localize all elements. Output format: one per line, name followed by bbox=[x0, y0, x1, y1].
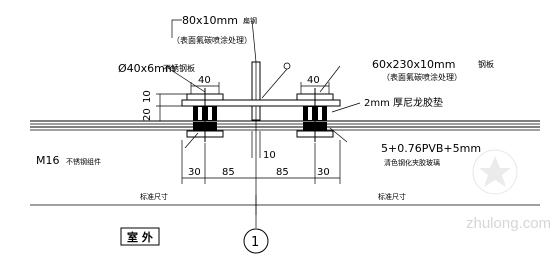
dim-gap-value: 10 bbox=[263, 150, 276, 161]
watermark-text: zhulong.com bbox=[466, 215, 551, 232]
dim-top-right-value: 40 bbox=[307, 75, 320, 86]
anchor-label: M16 bbox=[36, 154, 60, 167]
span-line: 标准尺寸 标准尺寸 bbox=[30, 192, 540, 215]
dim-bottom-3: 85 bbox=[276, 167, 289, 178]
glass-spec: 5+0.76PVB+5mm bbox=[381, 142, 481, 155]
leader-lines bbox=[167, 19, 361, 149]
exterior-label: 室 外 bbox=[127, 230, 153, 244]
left-bolt-assembly bbox=[186, 88, 224, 142]
dim-vertical-lower: 20 bbox=[142, 108, 153, 121]
watermark: zhulong.com bbox=[466, 149, 551, 232]
dim-bottom-4: 30 bbox=[317, 167, 330, 178]
gasket-label: 2mm 厚尼龙胶垫 bbox=[364, 96, 443, 109]
section-marker bbox=[283, 62, 291, 70]
plate-name: 钢板 bbox=[478, 59, 494, 69]
dim-bottom-2: 85 bbox=[222, 167, 235, 178]
span-left-label: 标准尺寸 bbox=[140, 192, 168, 201]
glass-note: 清色钢化夹胶玻璃 bbox=[384, 158, 440, 167]
span-right-label: 标准尺寸 bbox=[378, 192, 406, 201]
dim-bottom-1: 30 bbox=[188, 167, 201, 178]
dim-vertical-upper: 10 bbox=[142, 90, 153, 103]
flat-steel-fin bbox=[251, 61, 261, 158]
plate-size: 60x230x10mm bbox=[372, 58, 455, 71]
flat-steel-name: 扁钢 bbox=[243, 16, 257, 25]
detail-number: 1 bbox=[251, 235, 259, 250]
dim-top-left-value: 40 bbox=[198, 75, 211, 86]
anchor-name: 不锈钢组件 bbox=[66, 157, 101, 166]
steel-plate bbox=[181, 99, 341, 107]
flat-steel-size: 80x10mm bbox=[182, 14, 238, 27]
dim-bottom: 30 85 85 30 bbox=[181, 140, 341, 184]
right-bolt-assembly bbox=[296, 88, 334, 142]
flat-steel-note: （表面氟碳喷涂处理） bbox=[172, 35, 252, 45]
bolt-name: 不锈钢板 bbox=[163, 63, 195, 73]
plate-note: （表面氟碳喷涂处理） bbox=[382, 72, 462, 82]
detail-bubble: 1 bbox=[243, 228, 269, 254]
laminated-glass-panel bbox=[30, 120, 540, 131]
bolt-size: Ø40x6mm bbox=[118, 62, 176, 75]
exterior-box: 室 外 bbox=[120, 227, 160, 246]
dim-vertical-left: 10 20 bbox=[142, 90, 188, 122]
